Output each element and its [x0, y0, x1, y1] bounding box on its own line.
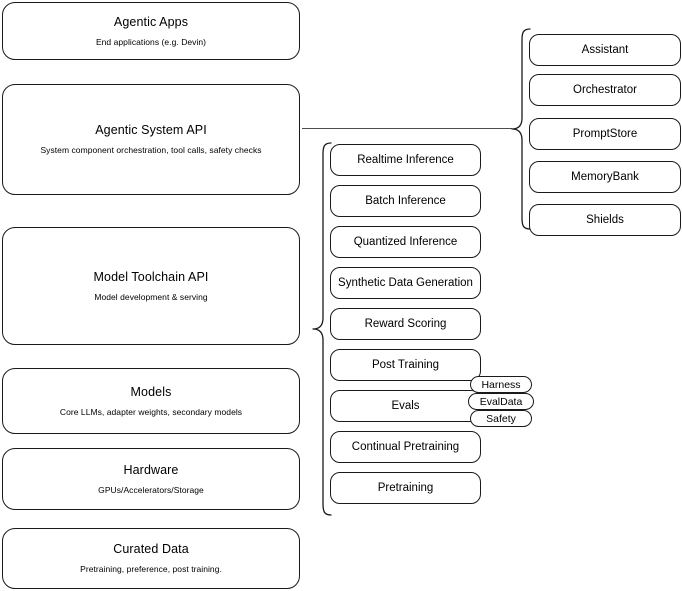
- capability-label: Pretraining: [377, 481, 434, 494]
- layer-models[interactable]: Models Core LLMs, adapter weights, secon…: [2, 368, 300, 434]
- component-label: Shields: [586, 213, 624, 226]
- layer-title: Curated Data: [113, 542, 189, 557]
- component-orchestrator[interactable]: Orchestrator: [529, 74, 681, 106]
- layer-agentic-apps[interactable]: Agentic Apps End applications (e.g. Devi…: [2, 2, 300, 60]
- layer-title: Agentic Apps: [113, 14, 189, 29]
- component-shields[interactable]: Shields: [529, 204, 681, 236]
- component-promptstore[interactable]: PromptStore: [529, 118, 681, 150]
- capability-label: Reward Scoring: [364, 317, 447, 330]
- badge-label: EvalData: [479, 395, 523, 408]
- layer-subtitle: GPUs/Accelerators/Storage: [98, 484, 204, 495]
- layer-title: Hardware: [123, 462, 179, 477]
- layer-title: Agentic System API: [95, 123, 207, 138]
- component-label: PromptStore: [572, 127, 638, 140]
- layer-curated-data[interactable]: Curated Data Pretraining, preference, po…: [2, 528, 300, 589]
- badge-safety[interactable]: Safety: [470, 410, 532, 427]
- capability-batch-inference[interactable]: Batch Inference: [330, 185, 481, 217]
- layer-model-toolchain-api[interactable]: Model Toolchain API Model development & …: [2, 227, 300, 345]
- layer-subtitle: Model development & serving: [94, 291, 208, 302]
- layer-subtitle: System component orchestration, tool cal…: [40, 145, 262, 155]
- component-memorybank[interactable]: MemoryBank: [529, 161, 681, 193]
- layer-subtitle: Core LLMs, adapter weights, secondary mo…: [59, 406, 243, 417]
- badge-label: Safety: [486, 412, 516, 425]
- capability-label: Continual Pretraining: [351, 440, 460, 453]
- layer-agentic-system-api[interactable]: Agentic System API System component orch…: [2, 84, 300, 195]
- component-assistant[interactable]: Assistant: [529, 34, 681, 66]
- layer-title: Model Toolchain API: [93, 269, 209, 284]
- layer-subtitle: End applications (e.g. Devin): [95, 36, 207, 47]
- badge-evaldata[interactable]: EvalData: [468, 393, 534, 410]
- layer-subtitle: Pretraining, preference, post training.: [80, 564, 222, 574]
- capability-pretraining[interactable]: Pretraining: [330, 472, 481, 504]
- capability-label: Post Training: [371, 358, 440, 371]
- capability-evals[interactable]: Evals: [330, 390, 481, 422]
- badge-harness[interactable]: Harness: [470, 376, 532, 393]
- component-label: Orchestrator: [573, 83, 637, 96]
- capability-label: Quantized Inference: [353, 235, 458, 248]
- capability-label: Batch Inference: [365, 194, 446, 207]
- layer-title: Models: [130, 384, 172, 399]
- capability-synthetic-data-generation[interactable]: Synthetic Data Generation: [330, 267, 481, 299]
- brace-agentic-components: [511, 28, 531, 238]
- capability-label: Synthetic Data Generation: [338, 276, 473, 289]
- capability-quantized-inference[interactable]: Quantized Inference: [330, 226, 481, 258]
- capability-continual-pretraining[interactable]: Continual Pretraining: [330, 431, 481, 463]
- capability-reward-scoring[interactable]: Reward Scoring: [330, 308, 481, 340]
- connector-agentic-system-to-components: [302, 128, 512, 130]
- layer-hardware[interactable]: Hardware GPUs/Accelerators/Storage: [2, 448, 300, 510]
- component-label: MemoryBank: [571, 170, 639, 183]
- brace-toolchain-capabilities: [310, 142, 332, 516]
- capability-label: Evals: [391, 399, 420, 412]
- component-label: Assistant: [581, 43, 629, 56]
- capability-label: Realtime Inference: [357, 153, 454, 166]
- capability-realtime-inference[interactable]: Realtime Inference: [330, 144, 481, 176]
- badge-label: Harness: [481, 378, 521, 391]
- capability-post-training[interactable]: Post Training: [330, 349, 481, 381]
